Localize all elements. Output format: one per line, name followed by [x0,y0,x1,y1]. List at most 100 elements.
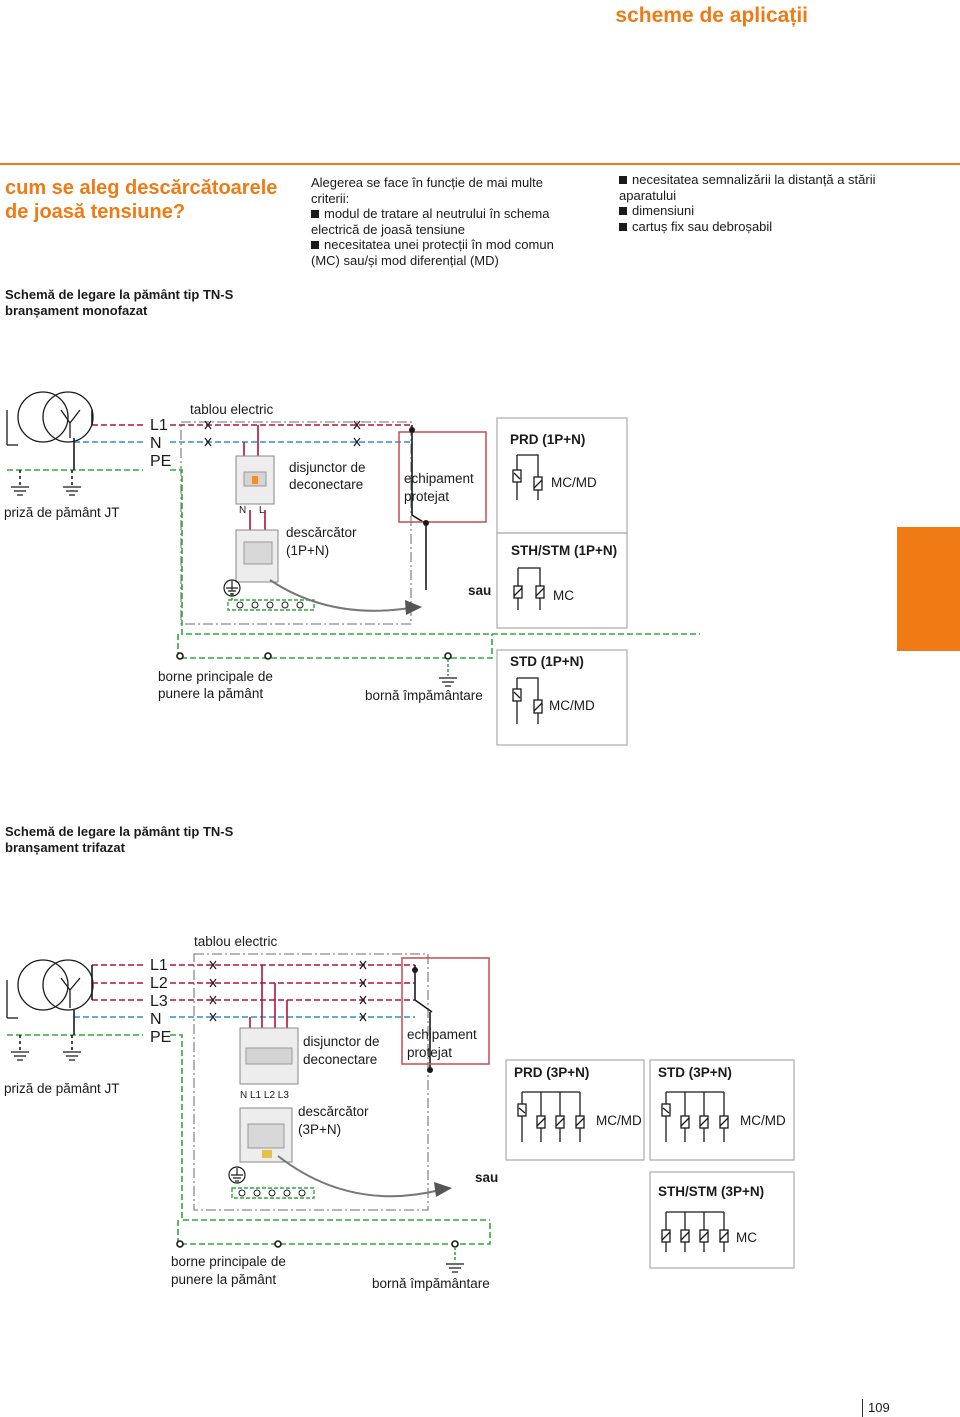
supply-lines [7,964,143,1050]
or-label: sau [468,583,491,598]
ground-symbol [11,1051,81,1061]
terminal-earth-label: bornă împământare [372,1276,490,1291]
arrester-label-1: descărcător [286,525,357,540]
criteria-bullet-4: dimensiuni [619,203,919,219]
breaker-device [239,1027,299,1085]
prd-symbol [512,454,543,500]
criteria-bullet-1b: electrică de joasă tensiune [311,221,465,237]
prd-mode: MC/MD [596,1113,642,1128]
sth-symbol [661,1211,729,1252]
arrow-curve [277,1155,441,1198]
prd-label: PRD (3P+N) [514,1065,589,1080]
page-number-rule [862,1399,863,1417]
criteria-column-2: necesitatea semnalizării la distanță a s… [619,172,919,234]
prd-box [505,1059,645,1161]
header-rule [0,163,960,165]
criteria-bullet-5: cartuș fix sau debroșabil [619,219,919,235]
std-label: STD (1P+N) [510,654,584,669]
line-label-l1: L1 [150,417,168,434]
sth-mode: MC [736,1230,757,1245]
or-label: sau [475,1170,498,1185]
std-symbol [512,677,543,724]
arrester-device [235,529,279,583]
arrester-device [239,1107,293,1163]
panel-outline [180,421,412,625]
arrow-curve [269,579,411,612]
equipment-label-2: protejat [407,1045,452,1060]
arrow-head-icon [434,1182,452,1197]
diagram2-title: Schemă de legare la pământ tip TN-S bran… [5,824,233,856]
main-earth-line [176,1220,491,1273]
tablou-label: tablou electric [194,934,278,949]
prd-label: PRD (1P+N) [510,432,585,447]
equipment-label-1: echipament [407,1027,477,1042]
std-mode: MC/MD [740,1113,786,1128]
std-mode: MC/MD [549,698,595,713]
std-symbol [661,1091,729,1142]
line-label-n: N [150,1011,162,1028]
diagram2-title-line1: Schemă de legare la pământ tip TN-S [5,824,234,839]
sth-box [496,532,628,629]
std-box [496,649,628,746]
criteria-column: Alegerea se face în funcție de mai multe… [311,175,591,268]
diagram1-title-line1: Schemă de legare la pământ tip TN-S [5,287,234,302]
criteria-lead-2: criterii: [311,190,350,206]
line-label-l2: L2 [150,975,168,992]
equipment-label-2: protejat [404,489,449,504]
std-label: STD (3P+N) [658,1065,732,1080]
line-label-pe: PE [150,453,171,470]
transformer-icon [6,391,94,446]
earth-bar [228,1166,315,1199]
arrester-label-2: (1P+N) [286,543,329,558]
panel-outline [193,953,429,1211]
terminal-earth-label: bornă împământare [365,688,483,703]
terminals-main-1: borne principale de [171,1254,286,1269]
term-n: N [239,505,246,516]
equipment-box [398,431,487,523]
ground-symbol [11,486,81,496]
sth-mode: MC [553,588,574,603]
equipment-label-1: echipament [404,471,474,486]
breaker-label-2: deconectare [289,477,363,492]
arrester-label-2: (3P+N) [298,1122,341,1137]
criteria-lead-1: Alegerea se face în funcție de mai multe [311,175,543,190]
earth-source-label: priză de pământ JT [4,1081,120,1096]
prd-symbol [517,1091,585,1142]
breaker-device [235,455,275,505]
tablou-label: tablou electric [190,402,274,417]
sth-label: STH/STM (1P+N) [511,543,617,558]
prd-mode: MC/MD [551,475,597,490]
criteria-bullet-3a: necesitatea semnalizării la distanță a s… [619,172,919,188]
transformer-icon [6,959,94,1019]
page-header-title: scheme de aplicații [615,4,808,27]
page-number: 109 [868,1400,890,1415]
term-l: L [259,505,265,516]
diagram1-title-line2: branșament monofazat [5,303,148,318]
terminals-main-1: borne principale de [158,669,273,684]
terminals-main-2: punere la pământ [171,1272,276,1287]
arrester-label-1: descărcător [298,1104,369,1119]
line-label-l3: L3 [150,993,168,1010]
line-label-l1: L1 [150,957,168,974]
breaker-label-1: disjunctor de [289,460,366,475]
earth-source-label: priză de pământ JT [4,505,120,520]
arrow-head-icon [405,600,422,615]
line-label-n: N [150,435,162,452]
diagram1-monophase: priză de pământ JT L1 N PE tablou electr… [4,391,700,746]
std-box [649,1059,795,1161]
supply-lines [7,410,143,485]
sth-box [649,1171,795,1269]
sth-symbol [513,567,545,610]
sth-label: STH/STM (3P+N) [658,1184,764,1199]
criteria-bullet-2a: necesitatea unei protecții în mod comun [311,237,591,253]
panel-lines [170,964,490,1221]
criteria-bullet-1a: modul de tratare al neutrului în schema [311,206,591,222]
criteria-bullet-2b: (MC) sau/și mod diferențial (MD) [311,252,499,268]
line-label-pe: PE [150,1029,171,1046]
main-earth-line [176,634,493,687]
diagram1-title: Schemă de legare la pământ tip TN-S bran… [5,287,233,319]
switch-marks [209,960,367,1022]
diagram2-threephase: priză de pământ JT L1 L2 L3 N PE tablou … [4,934,795,1291]
section-question: cum se aleg descărcătoarele de joasă ten… [5,177,278,223]
terminals-main-2: punere la pământ [158,686,263,701]
